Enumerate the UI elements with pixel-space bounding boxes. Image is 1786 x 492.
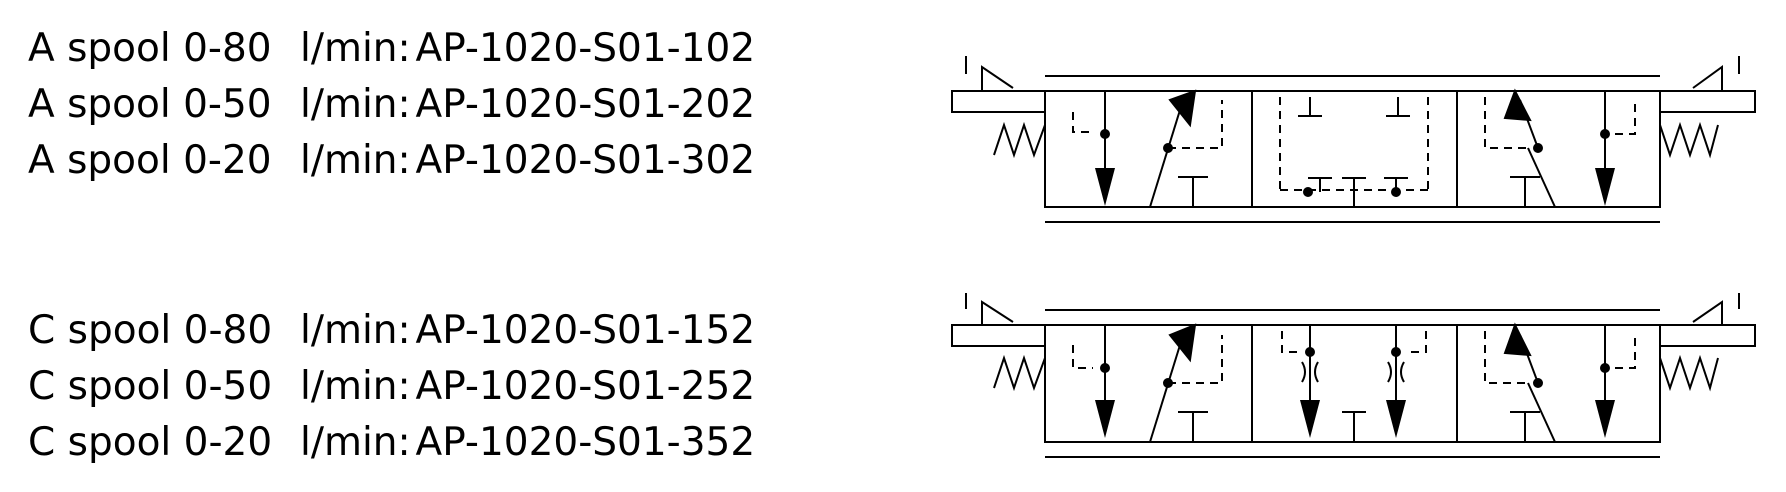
spool-label: A spool 0-50 xyxy=(28,81,272,127)
flow-unit: l/min xyxy=(300,307,398,353)
part-code: AP-1020-S01-352 xyxy=(415,419,756,465)
spool-label: C spool 0-20 xyxy=(28,419,273,465)
part-code: AP-1020-S01-252 xyxy=(415,363,756,409)
part-code: AP-1020-S01-152 xyxy=(415,307,756,353)
flow-unit: l/min xyxy=(300,81,398,127)
a-spool-valve-symbol xyxy=(951,56,1756,223)
part-code: AP-1020-S01-202 xyxy=(415,81,756,127)
spool-label: C spool 0-80 xyxy=(28,307,273,353)
spool-label: A spool 0-20 xyxy=(28,137,272,183)
part-code: AP-1020-S01-102 xyxy=(415,25,756,71)
flow-unit: l/min xyxy=(300,137,398,183)
c-spool-valve-symbol xyxy=(951,293,1756,458)
flow-unit: l/min xyxy=(300,419,398,465)
flow-unit: l/min xyxy=(300,363,398,409)
flow-unit: l/min xyxy=(300,25,398,71)
spool-label: C spool 0-50 xyxy=(28,363,273,409)
spool-label: A spool 0-80 xyxy=(28,25,272,71)
part-code: AP-1020-S01-302 xyxy=(415,137,756,183)
